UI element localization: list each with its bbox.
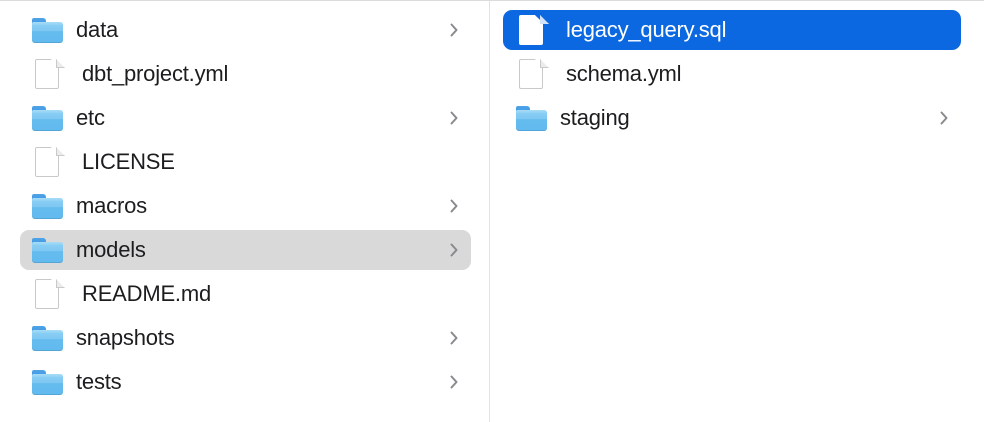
file-column-child: legacy_query.sql schema.yml staging xyxy=(490,1,983,422)
file-row-label: legacy_query.sql xyxy=(566,17,727,42)
file-row[interactable]: models xyxy=(20,230,471,270)
file-row[interactable]: dbt_project.yml xyxy=(20,54,471,94)
file-row[interactable]: tests xyxy=(20,362,471,402)
file-list-child: legacy_query.sql schema.yml staging xyxy=(490,1,983,138)
folder-icon xyxy=(32,325,63,351)
document-icon xyxy=(35,59,65,89)
chevron-right-icon xyxy=(447,328,461,348)
file-row[interactable]: staging xyxy=(503,98,961,138)
file-row-label: staging xyxy=(560,105,630,130)
chevron-right-icon xyxy=(447,240,461,260)
file-row-label: tests xyxy=(76,369,122,394)
file-row[interactable]: legacy_query.sql xyxy=(503,10,961,50)
folder-icon xyxy=(32,369,63,395)
chevron-right-icon xyxy=(937,108,951,128)
folder-icon xyxy=(516,105,547,131)
chevron-spacer xyxy=(937,20,951,40)
document-icon xyxy=(519,59,549,89)
file-row[interactable]: README.md xyxy=(20,274,471,314)
document-icon xyxy=(35,279,65,309)
file-row[interactable]: LICENSE xyxy=(20,142,471,182)
file-row-label: dbt_project.yml xyxy=(82,61,229,86)
chevron-spacer xyxy=(447,152,461,172)
file-row-label: data xyxy=(76,17,119,42)
folder-icon xyxy=(32,193,63,219)
folder-icon xyxy=(32,105,63,131)
chevron-right-icon xyxy=(447,20,461,40)
file-row-label: macros xyxy=(76,193,147,218)
file-row[interactable]: macros xyxy=(20,186,471,226)
file-row[interactable]: etc xyxy=(20,98,471,138)
chevron-right-icon xyxy=(447,108,461,128)
file-row-label: snapshots xyxy=(76,325,175,350)
chevron-right-icon xyxy=(447,196,461,216)
folder-icon xyxy=(32,237,63,263)
file-row[interactable]: schema.yml xyxy=(503,54,961,94)
chevron-spacer xyxy=(447,284,461,304)
file-row[interactable]: snapshots xyxy=(20,318,471,358)
chevron-spacer xyxy=(937,64,951,84)
document-icon xyxy=(519,15,549,45)
file-row-label: README.md xyxy=(82,281,211,306)
file-row-label: etc xyxy=(76,105,105,130)
file-row-label: models xyxy=(76,237,146,262)
chevron-right-icon xyxy=(447,372,461,392)
chevron-spacer xyxy=(447,64,461,84)
document-icon xyxy=(35,147,65,177)
file-row[interactable]: data xyxy=(20,10,471,50)
file-row-label: LICENSE xyxy=(82,149,175,174)
file-row-label: schema.yml xyxy=(566,61,682,86)
folder-icon xyxy=(32,17,63,43)
